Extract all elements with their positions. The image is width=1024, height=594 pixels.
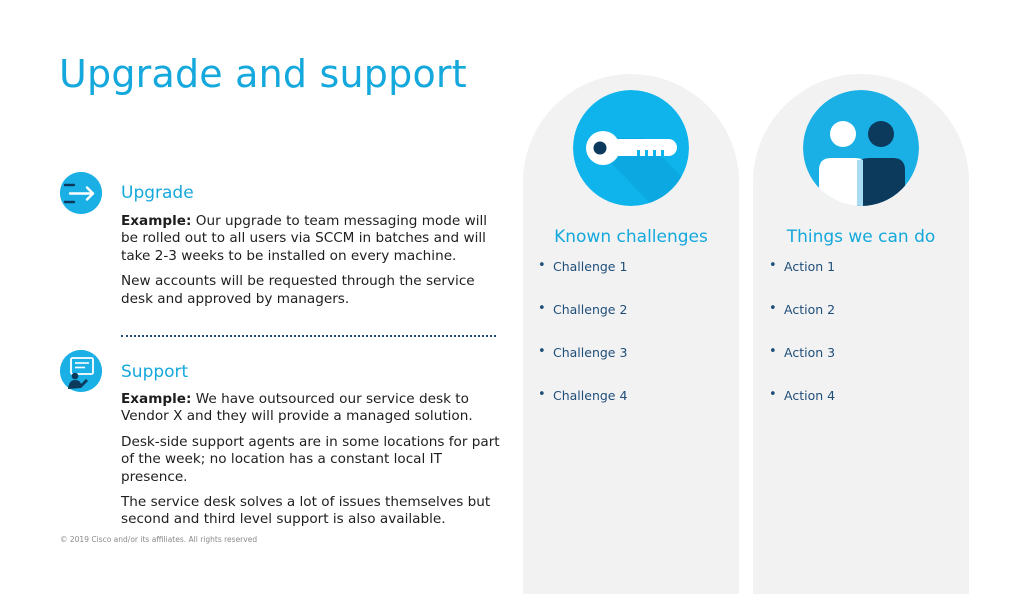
- list-item: Action 2: [769, 301, 835, 345]
- list-item: Action 3: [769, 344, 835, 388]
- list-item: Challenge 4: [538, 387, 627, 431]
- list-item: Action 1: [769, 258, 835, 302]
- section-divider: [121, 335, 496, 337]
- support-paragraph: The service desk solves a lot of issues …: [121, 494, 491, 528]
- support-heading: Support: [121, 362, 189, 382]
- challenges-list: Challenge 1 Challenge 2 Challenge 3 Chal…: [538, 258, 627, 431]
- support-paragraph: Desk-side support agents are in some loc…: [121, 433, 500, 485]
- list-item: Challenge 3: [538, 344, 627, 388]
- support-body: Example: We have outsourced our service …: [121, 391, 506, 537]
- people-icon: [803, 90, 919, 206]
- example-text: Our upgrade to team messaging mode will …: [121, 213, 488, 264]
- actions-list: Action 1 Action 2 Action 3 Action 4: [769, 258, 835, 431]
- list-item: Challenge 1: [538, 258, 627, 302]
- example-label: Example:: [121, 391, 192, 407]
- copyright-footer: © 2019 Cisco and/or its affiliates. All …: [60, 535, 258, 544]
- example-text: We have outsourced our service desk to V…: [121, 391, 473, 425]
- upgrade-paragraph: New accounts will be requested through t…: [121, 273, 475, 307]
- upgrade-body: Example: Our upgrade to team messaging m…: [121, 213, 501, 316]
- list-item: Challenge 2: [538, 301, 627, 345]
- challenges-title: Known challenges: [554, 227, 708, 247]
- presenter-board-icon: [60, 350, 102, 392]
- list-item: Action 4: [769, 387, 835, 431]
- actions-title: Things we can do: [786, 227, 936, 247]
- upgrade-heading: Upgrade: [121, 183, 194, 203]
- support-example: Example: We have outsourced our service …: [121, 391, 506, 426]
- example-label: Example:: [121, 213, 192, 229]
- arrow-lines-icon: [60, 172, 102, 214]
- page-title: Upgrade and support: [59, 52, 467, 96]
- key-icon: [573, 90, 689, 206]
- upgrade-example: Example: Our upgrade to team messaging m…: [121, 213, 501, 265]
